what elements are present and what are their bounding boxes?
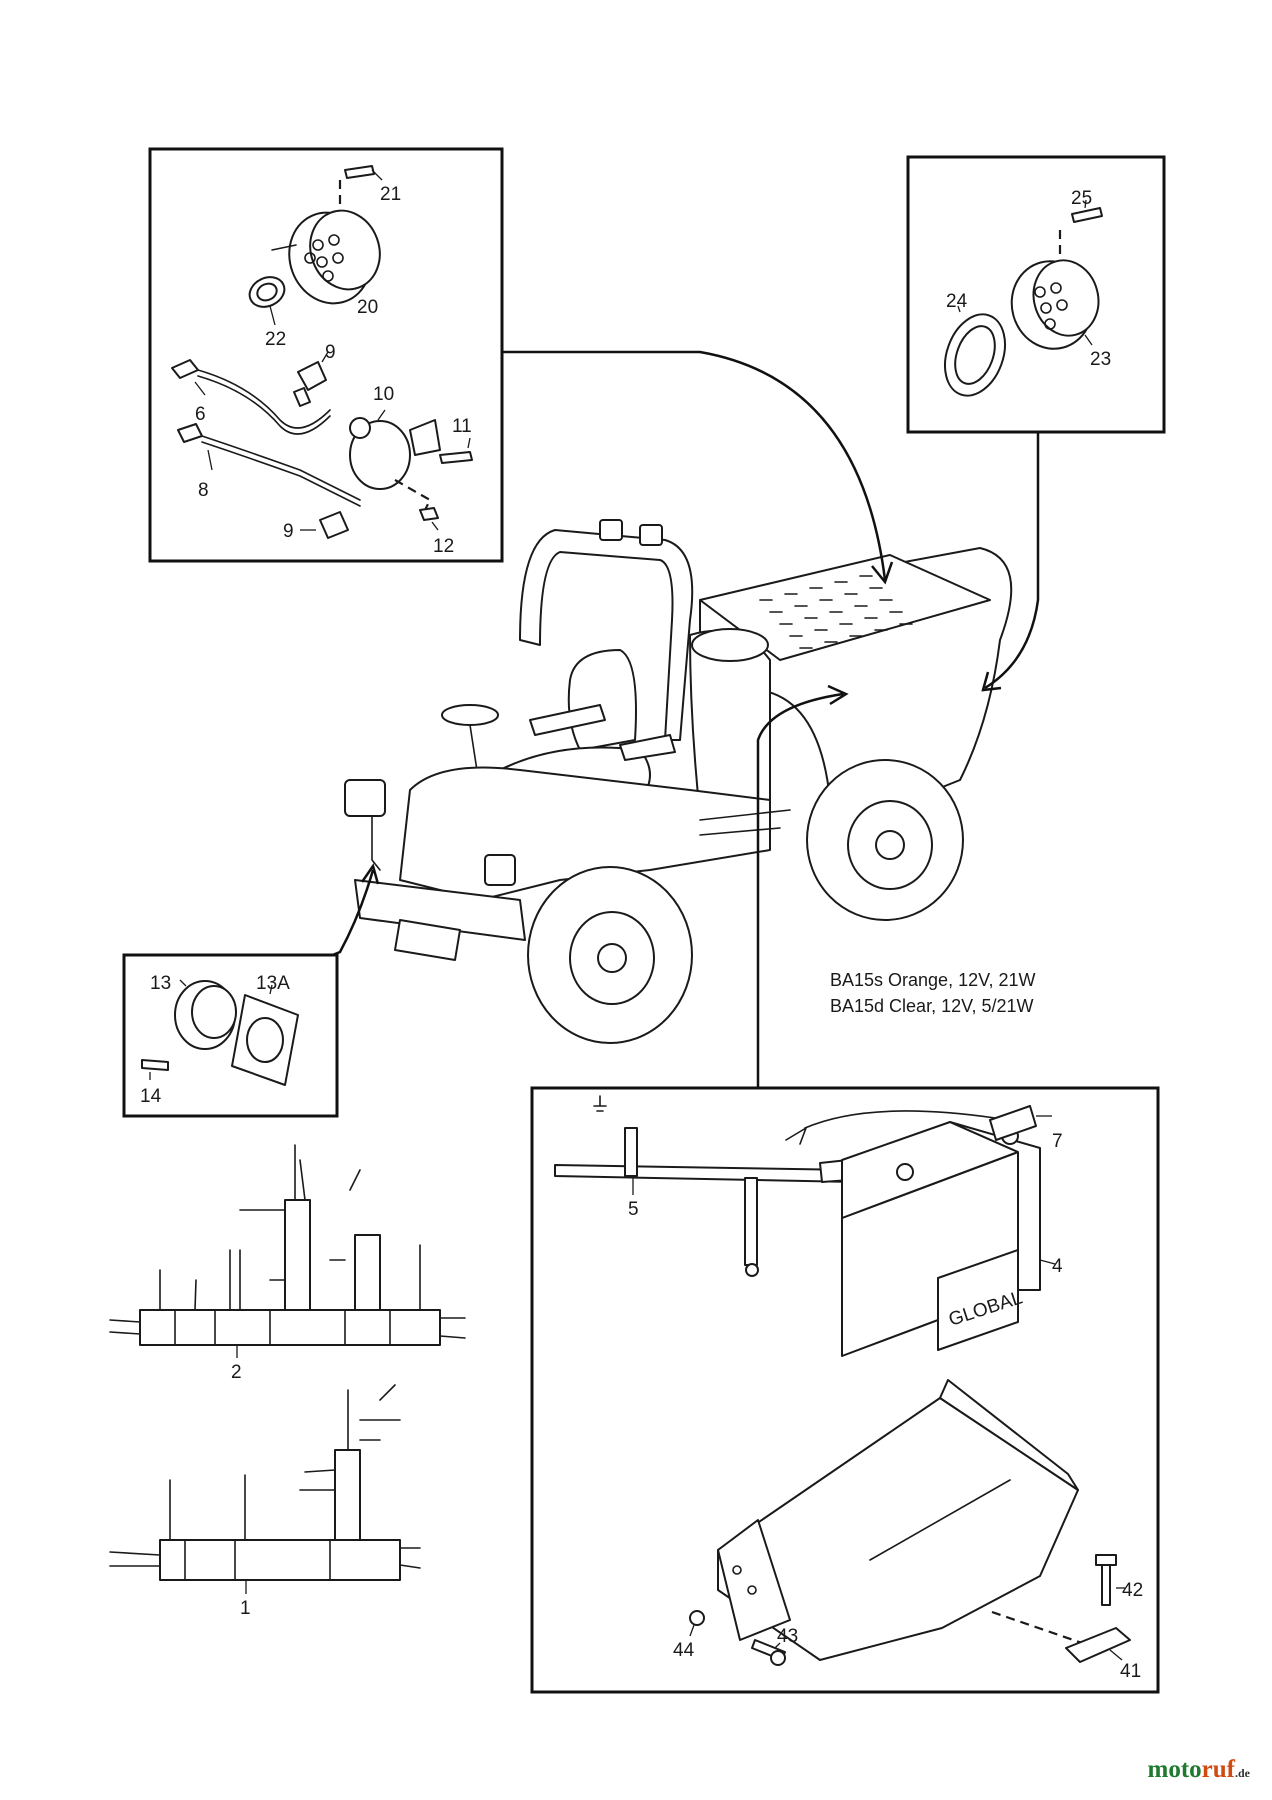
terminal-cover-7 [785, 1105, 1052, 1145]
callout-10: 10 [373, 384, 394, 405]
callout-11: 11 [452, 416, 472, 437]
washer-44 [689, 1610, 705, 1637]
screw-11 [439, 437, 473, 464]
nut-12 [394, 479, 439, 531]
callout-43: 43 [777, 1626, 798, 1647]
callout-9-upper: 9 [325, 342, 336, 363]
callout-8: 8 [198, 480, 209, 501]
arrow-panel3-head [360, 863, 380, 885]
bolt-43 [751, 1639, 786, 1666]
callout-13a: 13A [256, 973, 290, 994]
callout-2: 2 [231, 1362, 242, 1383]
callout-21: 21 [380, 184, 401, 205]
callout-12: 12 [433, 536, 454, 557]
wiring-harness-2 [109, 1144, 466, 1358]
bulb-spec-line-1: BA15s Orange, 12V, 21W [830, 970, 1036, 990]
callout-13: 13 [150, 973, 171, 994]
bulb-spec-line-2: BA15d Clear, 12V, 5/21W [830, 996, 1034, 1016]
socket-assembly-20 [271, 209, 381, 305]
watermark-part-2: ruf [1201, 1756, 1235, 1783]
socket-23 [1010, 259, 1100, 350]
callout-6: 6 [195, 404, 206, 425]
cap-9-lower [300, 511, 349, 539]
battery-tray [717, 1379, 1079, 1661]
arrow-panel3-to-tractor [329, 869, 375, 958]
screw-14 [141, 1059, 169, 1080]
arrow-panel1-to-tractor [502, 350, 887, 581]
socket-13 [174, 979, 237, 1050]
callout-5: 5 [628, 1199, 639, 1220]
cover-24 [944, 305, 1006, 397]
cap-9-upper [293, 351, 329, 407]
arrow-panel2-to-tractor [984, 432, 1040, 690]
watermark-logo: motoruf.de [1148, 1756, 1250, 1784]
callout-4: 4 [1052, 1256, 1063, 1277]
bolt-42 [1095, 1554, 1125, 1606]
battery-switch-10 [349, 409, 441, 490]
screw-25 [1058, 199, 1103, 258]
battery-4 [841, 1121, 1056, 1357]
callout-42: 42 [1122, 1580, 1143, 1601]
arrow-panel1-head [871, 561, 894, 585]
callout-14: 14 [140, 1086, 162, 1107]
callout-20: 20 [357, 297, 378, 318]
watermark-part-1: moto [1147, 1756, 1202, 1783]
arrow-panel4-to-tractor [756, 692, 844, 1088]
battery-cable-6 [171, 359, 331, 435]
callout-9-lower: 9 [283, 521, 294, 542]
wiring-harness-1 [109, 1384, 421, 1594]
callout-7: 7 [1052, 1131, 1063, 1152]
arrow-panel4-head [827, 684, 849, 706]
arrow-panel2-head [981, 671, 1002, 692]
callout-25: 25 [1071, 188, 1092, 209]
callout-23: 23 [1090, 349, 1111, 370]
callout-1: 1 [240, 1598, 251, 1619]
detail-panel-13-socket [122, 953, 339, 1118]
gasket-13a [231, 984, 299, 1086]
watermark-part-3: .de [1235, 1766, 1250, 1780]
battery-cable-8 [177, 423, 361, 507]
callout-41: 41 [1120, 1661, 1141, 1682]
screw-21 [338, 165, 383, 210]
seal-22 [248, 276, 286, 326]
callout-22: 22 [265, 329, 286, 350]
callout-44: 44 [673, 1640, 695, 1661]
clamp-41 [991, 1610, 1131, 1663]
tractor-illustration [344, 519, 1013, 1044]
callout-24: 24 [946, 291, 968, 312]
